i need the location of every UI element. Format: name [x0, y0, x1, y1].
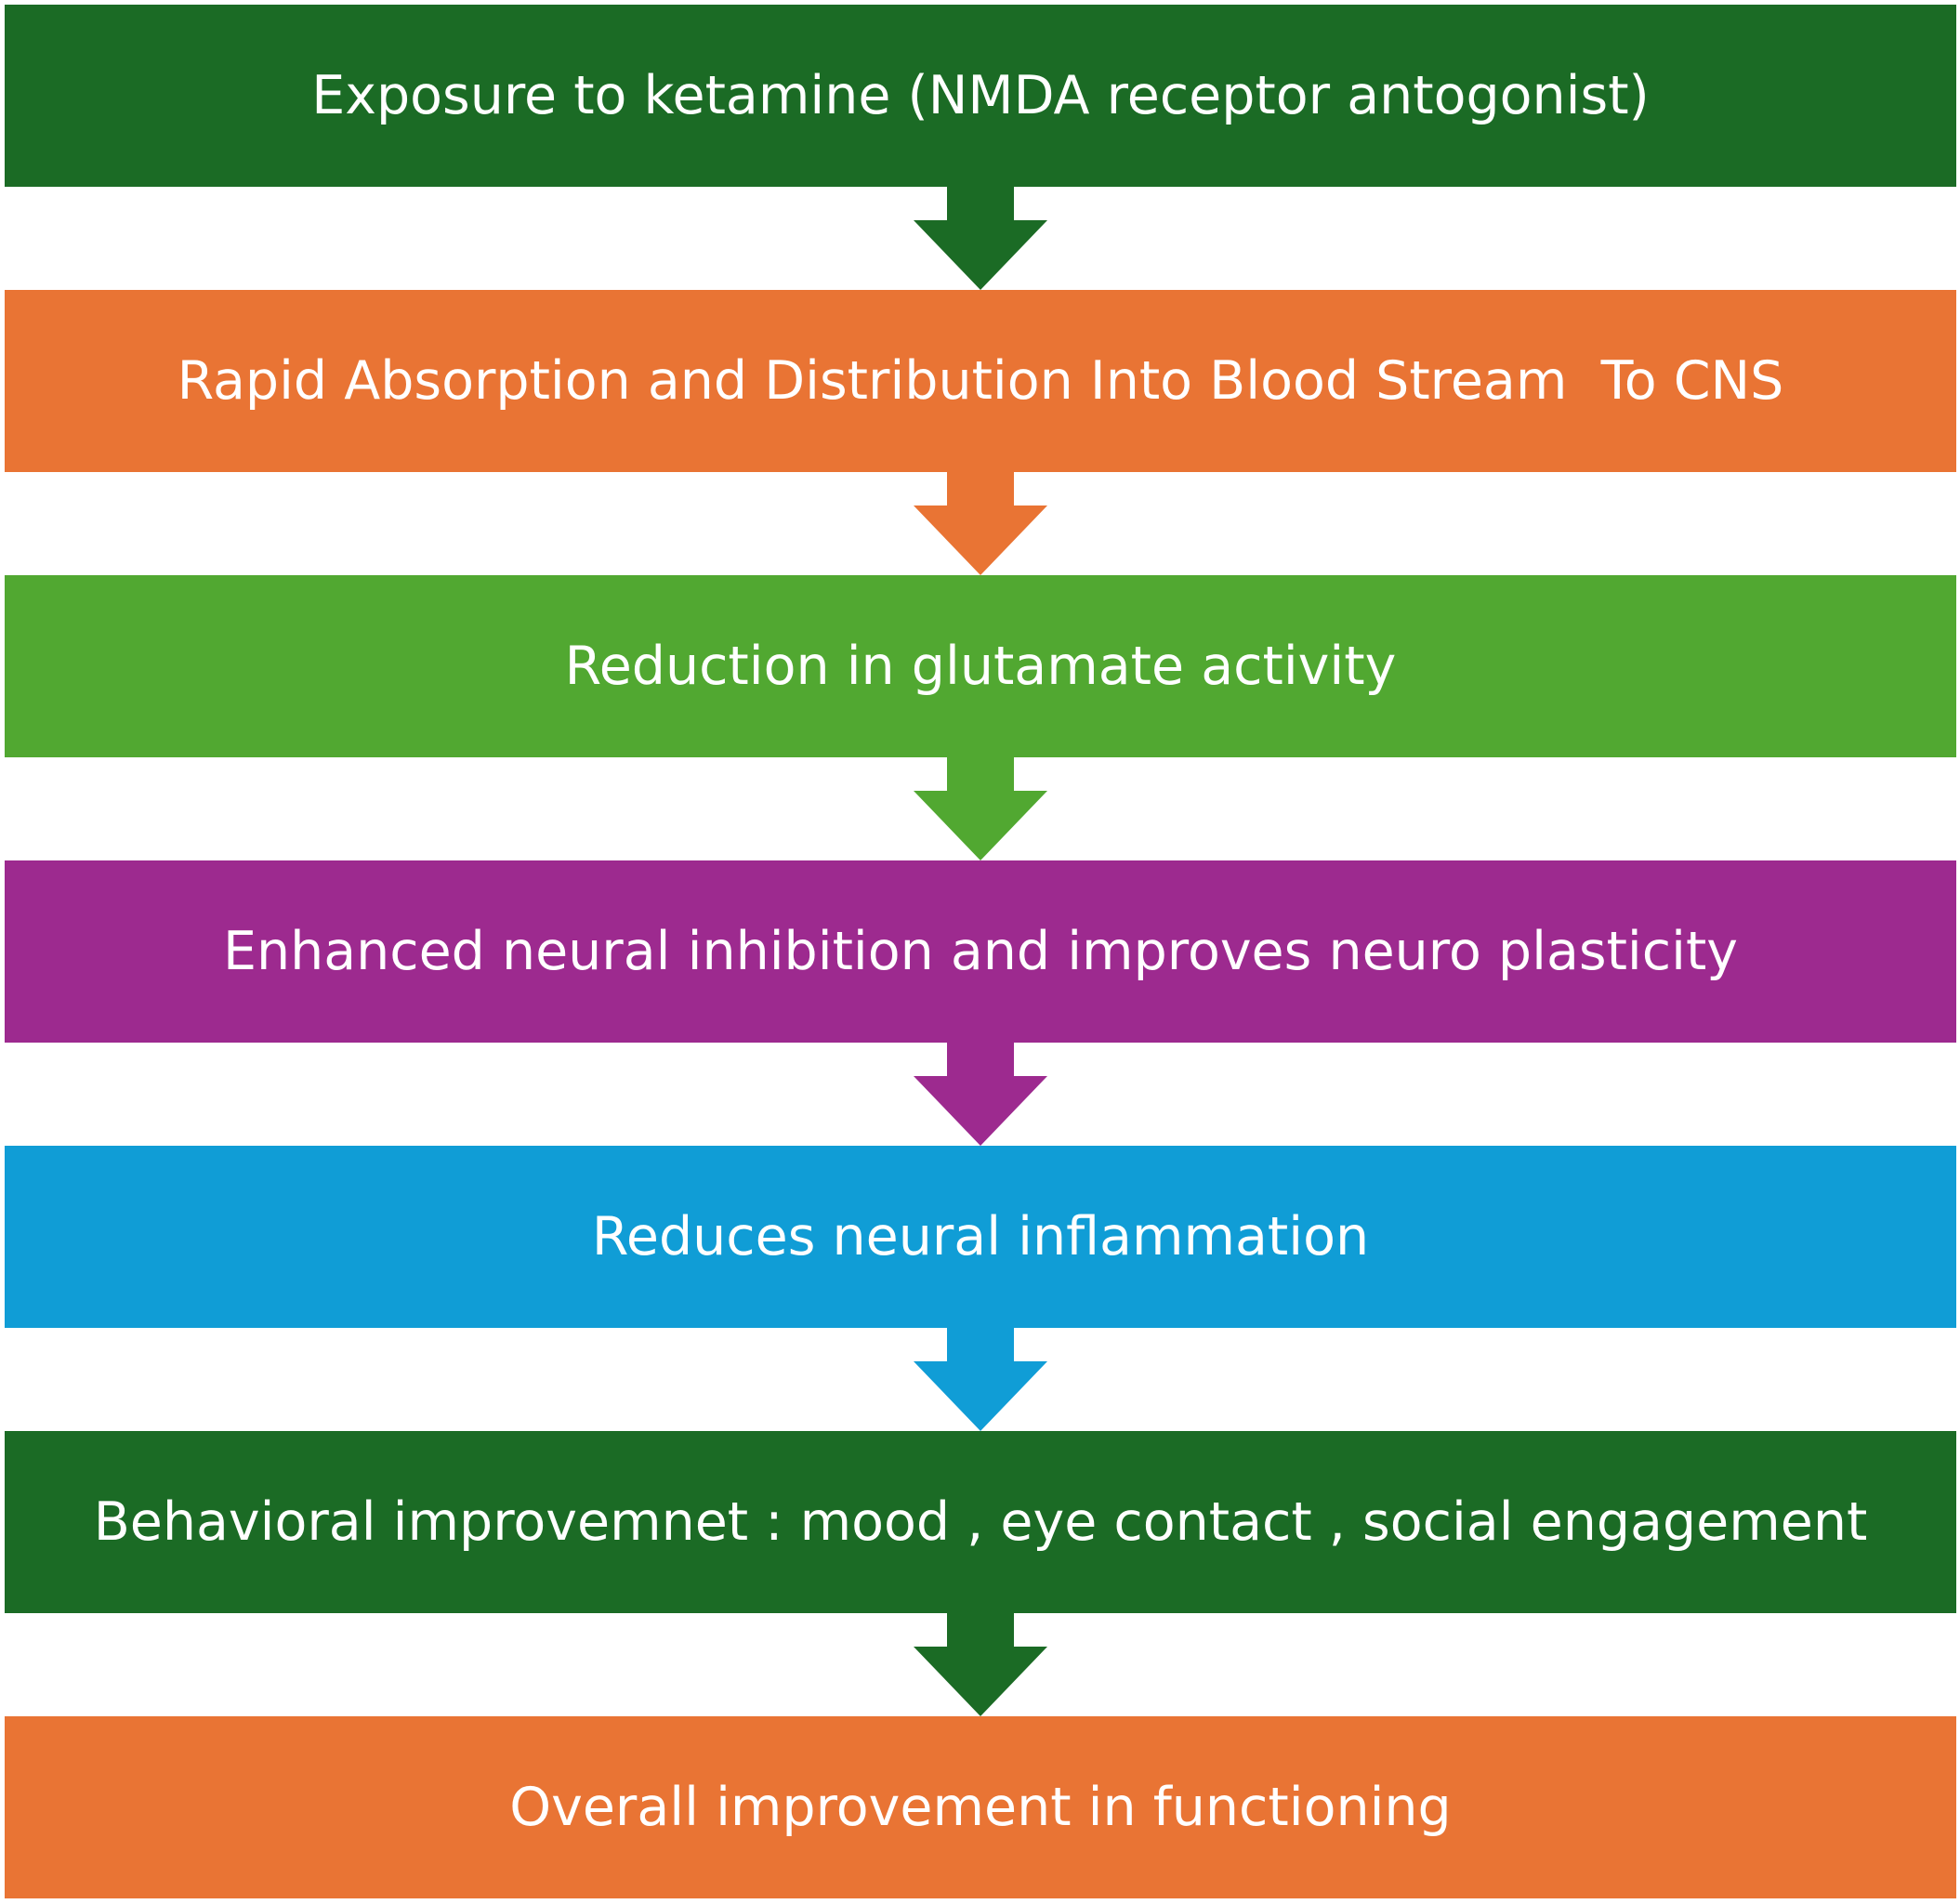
step-box-6: Behavioral improvemnet : mood , eye cont… — [5, 1431, 1956, 1613]
step-label-7: Overall improvement in functioning — [509, 1776, 1452, 1838]
arrow-shape-1 — [914, 187, 1047, 290]
down-arrow-icon — [914, 1328, 1047, 1431]
step-box-3: Reduction in glutamate activity — [5, 575, 1956, 757]
step-label-5: Reduces neural inflammation — [591, 1205, 1370, 1267]
down-arrow-icon — [914, 757, 1047, 860]
down-arrow-icon — [914, 1613, 1047, 1716]
down-arrow-icon — [914, 1043, 1047, 1146]
arrow-shape-6 — [914, 1613, 1047, 1716]
step-label-2: Rapid Absorption and Distribution Into B… — [177, 349, 1784, 412]
step-label-3: Reduction in glutamate activity — [564, 635, 1397, 697]
arrow-shape-5 — [914, 1328, 1047, 1431]
arrow-shape-4 — [914, 1043, 1047, 1146]
down-arrow-icon — [914, 187, 1047, 290]
step-label-1: Exposure to ketamine (NMDA receptor anto… — [311, 64, 1650, 126]
step-box-4: Enhanced neural inhibition and improves … — [5, 860, 1956, 1043]
step-box-5: Reduces neural inflammation — [5, 1146, 1956, 1328]
step-label-6: Behavioral improvemnet : mood , eye cont… — [93, 1490, 1868, 1553]
arrow-shape-2 — [914, 472, 1047, 575]
step-box-1: Exposure to ketamine (NMDA receptor anto… — [5, 5, 1956, 187]
arrow-shape-3 — [914, 757, 1047, 860]
step-box-7: Overall improvement in functioning — [5, 1716, 1956, 1898]
down-arrow-icon — [914, 472, 1047, 575]
step-box-2: Rapid Absorption and Distribution Into B… — [5, 290, 1956, 472]
step-label-4: Enhanced neural inhibition and improves … — [222, 920, 1739, 982]
